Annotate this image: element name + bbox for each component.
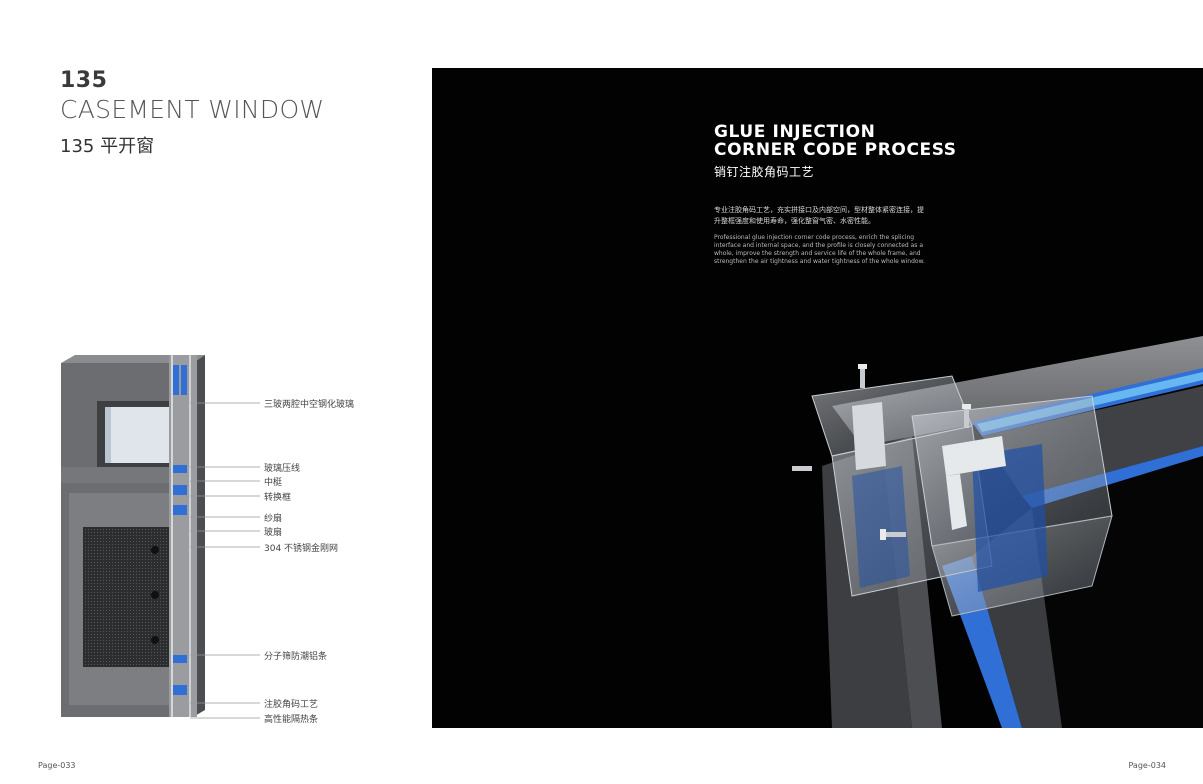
model-number: 135 (60, 68, 108, 93)
page-title-cn: 135 平开窗 (60, 136, 155, 157)
callout-glass-bead: 玻璃压线 (264, 464, 301, 474)
feature-heading-line1: GLUE INJECTION (714, 122, 876, 142)
callout-spacer-bar: 分子筛防潮铝条 (264, 652, 328, 662)
callout-thermal-strip: 高性能隔热条 (264, 715, 319, 725)
page-number-right: Page-034 (1128, 761, 1166, 770)
feature-panel: GLUE INJECTION CORNER CODE PROCESS 销钉注胶角… (432, 68, 1203, 728)
callout-adapter-frame: 转换框 (264, 493, 292, 503)
corner-joint-render (792, 336, 1203, 728)
callout-triple-glass: 三玻两腔中空钢化玻璃 (264, 400, 355, 410)
callout-screen-sash: 纱扇 (264, 514, 283, 524)
page-number-left: Page-033 (38, 761, 76, 770)
casement-window-illustration (61, 355, 205, 717)
page-title-en: CASEMENT WINDOW (60, 95, 325, 124)
callout-glue-corner: 注胶角码工艺 (264, 700, 319, 710)
callout-steel-mesh: 304 不锈钢金刚网 (264, 544, 339, 554)
feature-heading-cn: 销钉注胶角码工艺 (714, 165, 815, 179)
feature-description-cn: 专业注胶角码工艺，充实拼接口及内部空间，型材整体紧密连接，提升整框强度和使用寿命… (714, 206, 924, 225)
callout-glass-sash: 玻扇 (264, 528, 283, 538)
feature-description-en: Professional glue injection corner code … (714, 234, 925, 265)
callout-mullion: 中梃 (264, 478, 283, 488)
feature-heading-line2: CORNER CODE PROCESS (714, 140, 957, 160)
